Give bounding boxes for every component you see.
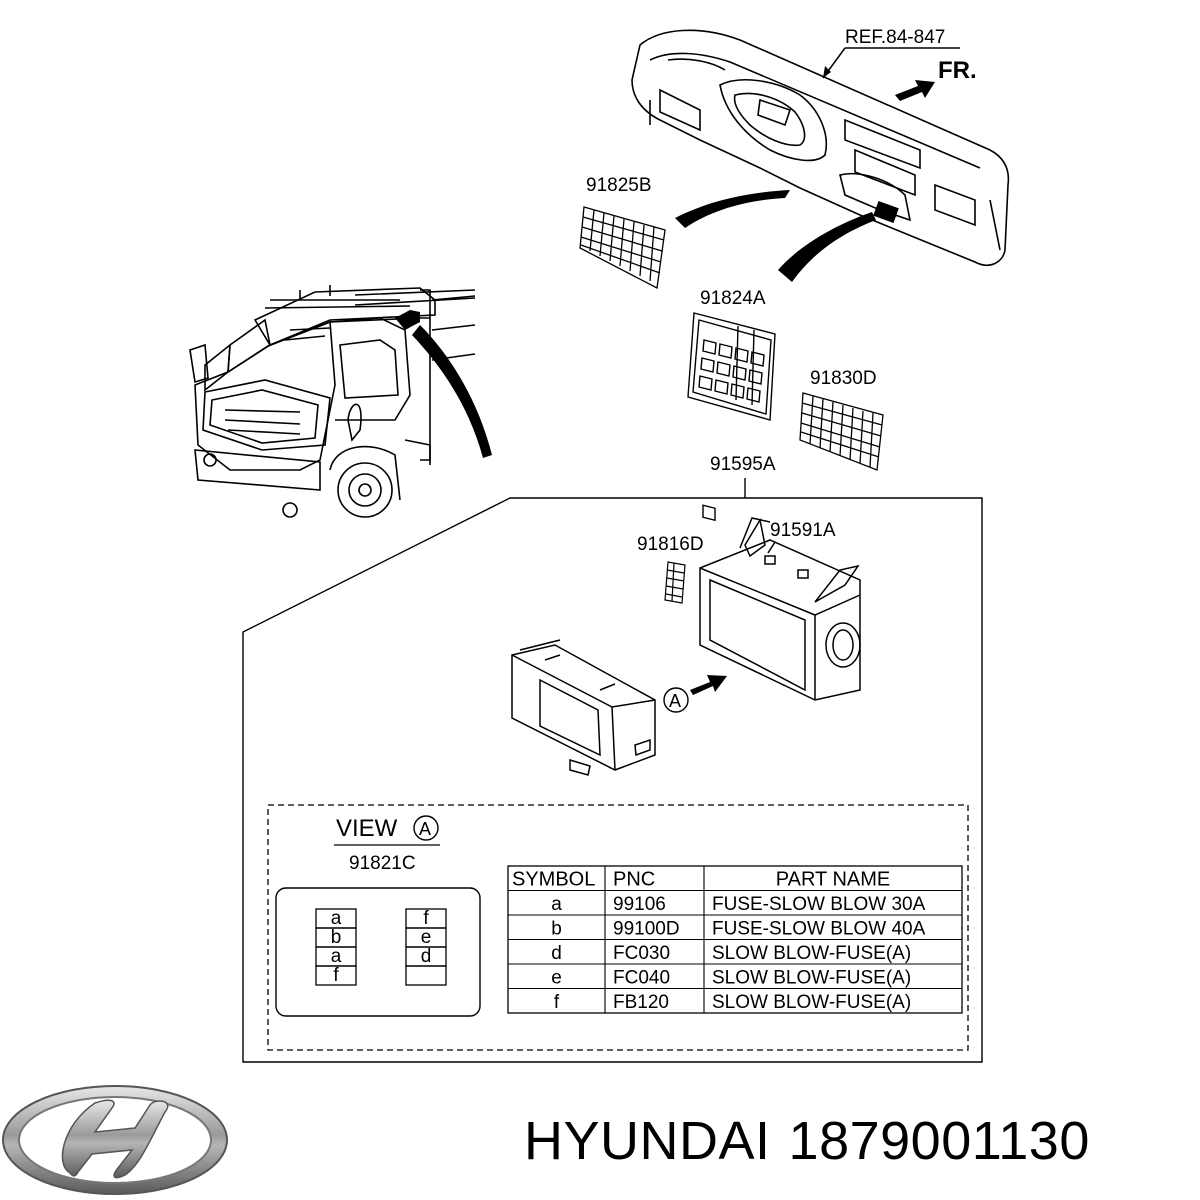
fuse-box-part-label: 91821C: [349, 853, 416, 874]
view-marker-circle: [663, 687, 689, 713]
table-cell: e: [551, 968, 562, 989]
fuse-symbol: f: [423, 908, 429, 929]
table-cell: f: [554, 992, 560, 1013]
part-label-91825B: 91825B: [586, 175, 652, 196]
fuse-symbol: e: [421, 927, 432, 948]
table-cell: FC040: [613, 968, 670, 989]
fuse-symbol: f: [333, 965, 339, 986]
table-cell: b: [551, 919, 562, 940]
table-cell: a: [551, 894, 562, 915]
view-title-circle: [413, 815, 439, 841]
view-arrow-icon: [690, 675, 727, 695]
fuse-panel-91824A: [687, 312, 776, 522]
truck-illustration: [189, 285, 476, 518]
fuse-label-91816D: [664, 561, 686, 604]
view-title: VIEW: [336, 815, 398, 842]
table-cell: 99100D: [613, 919, 680, 940]
table-cell: d: [551, 943, 562, 964]
table-header: SYMBOL: [512, 869, 595, 891]
fuse-layout-outline: [275, 887, 481, 1017]
table-header: PART NAME: [776, 869, 890, 891]
brand-name: HYUNDAI: [524, 1111, 771, 1171]
view-title-letter: A: [419, 819, 431, 839]
view-a-frame: [267, 804, 969, 1051]
table-cell: FUSE-SLOW BLOW 30A: [712, 894, 926, 915]
ref-label: REF.84-847: [845, 27, 945, 48]
assembly-frame: [242, 478, 983, 1063]
fuse-slot: [315, 965, 357, 986]
table-cell: FB120: [613, 992, 669, 1013]
front-label: FR.: [938, 57, 977, 84]
table-cell: FUSE-SLOW BLOW 40A: [712, 919, 926, 940]
part-label-91824A: 91824A: [700, 288, 766, 309]
front-arrow-icon: [895, 80, 935, 101]
fuse-column-right: fed: [405, 908, 447, 986]
fuse-symbol: a: [331, 946, 342, 967]
table-header: PNC: [613, 869, 655, 891]
pointer-arrow: [675, 190, 790, 228]
fuse-box-91821C: [511, 639, 656, 776]
part-label-91830D: 91830D: [810, 368, 877, 389]
part-label-91595A: 91595A: [710, 454, 776, 475]
fuse-slot: [405, 965, 447, 986]
hyundai-logo: [2, 1085, 228, 1195]
pointer-arrow: [778, 212, 876, 282]
part-label-91816D: 91816D: [637, 534, 704, 555]
fuse-label-grid-91825B: [579, 206, 666, 290]
relay-box-cover: [699, 517, 861, 701]
part-label-91591A: 91591A: [770, 520, 836, 541]
fuse-symbol: b: [331, 927, 342, 948]
dashboard-panel: [631, 29, 1010, 266]
part-table: SYMBOL PNC PART NAME a 99106 FUSE-SLOW BLOW 3…: [507, 865, 963, 1014]
part-number: 1879001130: [788, 1111, 1090, 1171]
brand-caption: HYUNDAI 1879001130: [524, 1110, 1108, 1172]
fuse-symbol: a: [331, 908, 342, 929]
fuse-label-grid-91830D: [799, 392, 884, 471]
view-marker-letter: A: [669, 691, 681, 711]
table-cell: SLOW BLOW-FUSE(A): [712, 943, 911, 964]
table-cell: FC030: [613, 943, 670, 964]
table-cell: 99106: [613, 894, 666, 915]
pointer-arrow: [412, 325, 492, 458]
table-cell: SLOW BLOW-FUSE(A): [712, 968, 911, 989]
fuse-symbol: d: [421, 946, 432, 967]
table-cell: SLOW BLOW-FUSE(A): [712, 992, 911, 1013]
